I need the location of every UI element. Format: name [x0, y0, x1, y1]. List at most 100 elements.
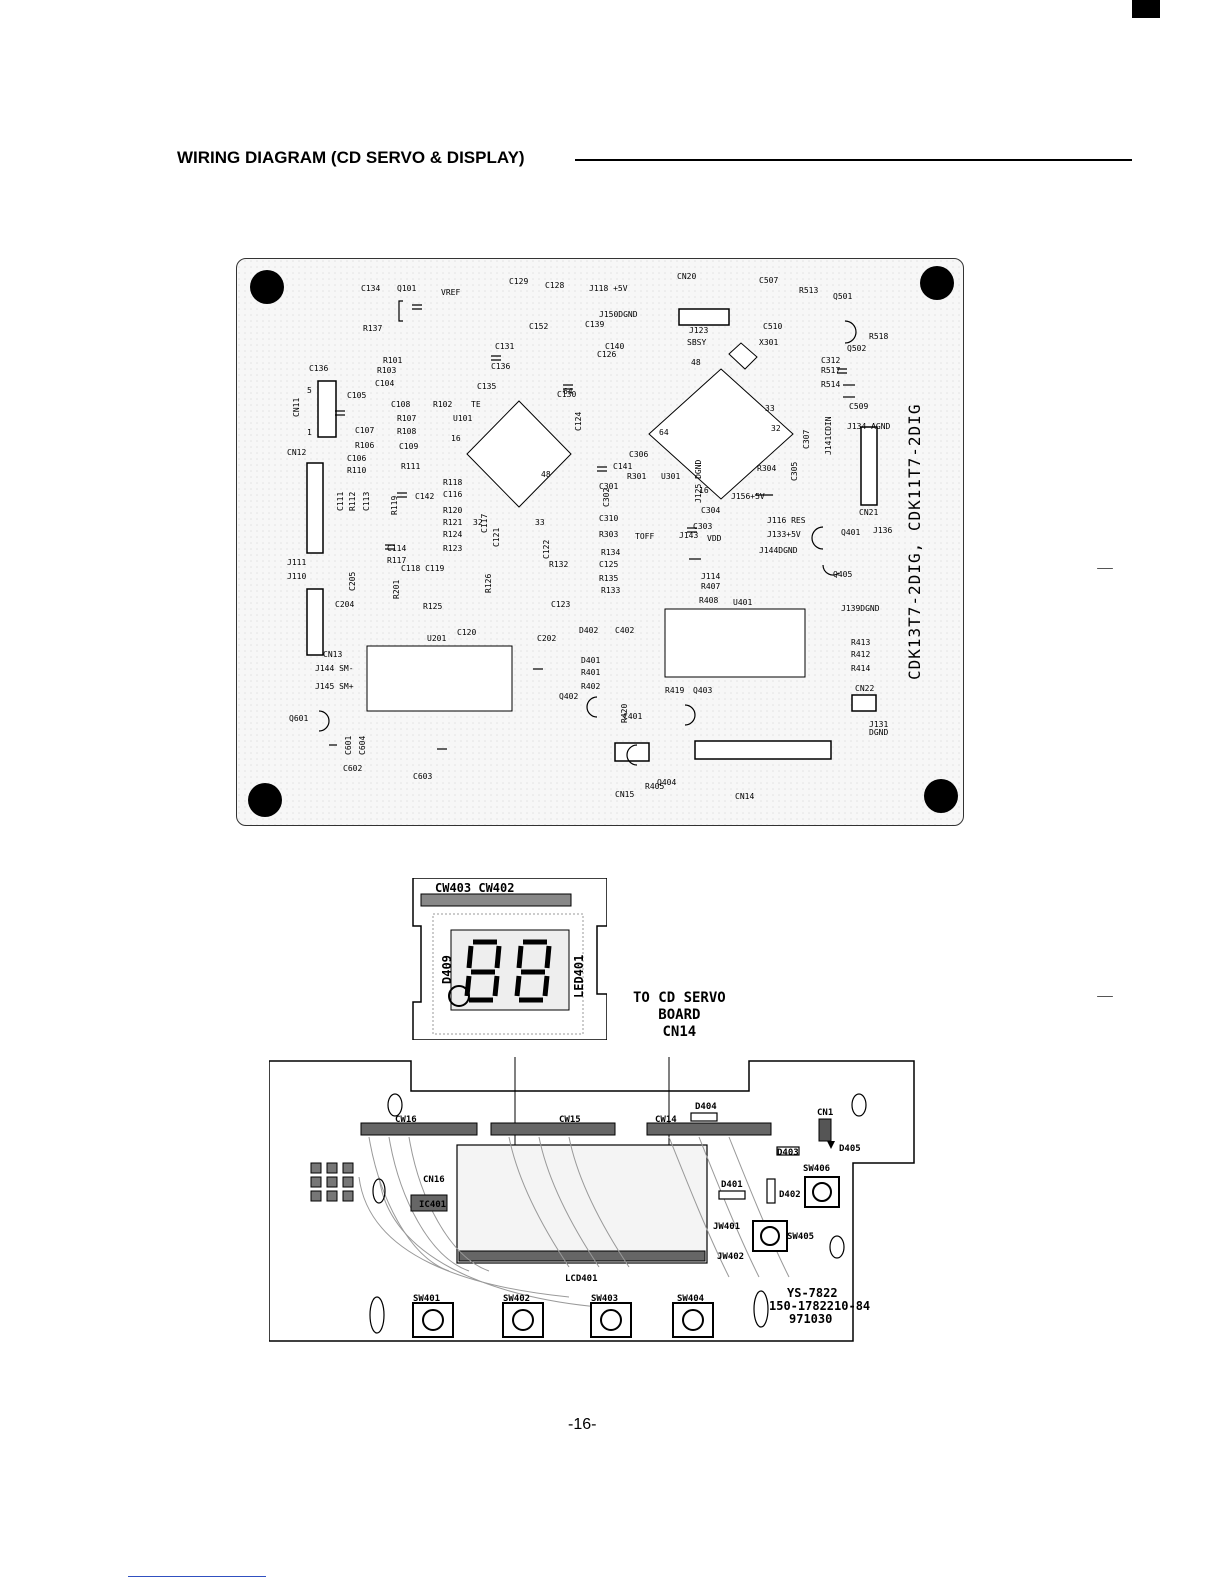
- label-sw404: SW404: [677, 1294, 705, 1304]
- label-r101: R101: [383, 356, 402, 365]
- label-c124: C124: [574, 412, 583, 431]
- label-pin-64: 64: [563, 387, 573, 396]
- label-c307: C307: [802, 430, 811, 449]
- label-c205: C205: [348, 572, 357, 591]
- label-c204: C204: [335, 600, 354, 609]
- label-j123: J123: [689, 326, 708, 335]
- label-model: YS-7822: [787, 1286, 838, 1300]
- label-cn1: CN1: [817, 1108, 833, 1118]
- label-j125: J125 DGND: [694, 459, 703, 503]
- label-pin-32b: 32: [771, 424, 781, 433]
- label-cn13: CN13: [323, 650, 342, 659]
- label-r119: R119: [390, 496, 399, 515]
- label-r124: R124: [443, 530, 462, 539]
- label-r413: R413: [851, 638, 870, 647]
- label-u401: U401: [733, 598, 752, 607]
- label-sw405: SW405: [787, 1232, 814, 1242]
- ic-u301: [648, 368, 794, 500]
- label-r518: R518: [869, 332, 888, 341]
- connector-cn21: [860, 426, 878, 506]
- label-d401: D401: [581, 656, 600, 665]
- label-pin-33: 33: [535, 518, 545, 527]
- label-r134: R134: [601, 548, 620, 557]
- label-c125: C125: [599, 560, 618, 569]
- label-c301: C301: [599, 482, 618, 491]
- label-sw406: SW406: [803, 1164, 830, 1174]
- label-r201: R201: [392, 580, 401, 599]
- label-cw403-cw402: CW403 CW402: [435, 881, 514, 895]
- mounting-hole: [248, 783, 282, 817]
- label-r514: R514: [821, 380, 840, 389]
- label-r412: R412: [851, 650, 870, 659]
- label-dgnd: DGND: [869, 728, 888, 737]
- label-c129: C129: [509, 277, 528, 286]
- label-sw403: SW403: [591, 1294, 618, 1304]
- label-r135: R135: [599, 574, 618, 583]
- label-c141: C141: [613, 462, 632, 471]
- label-j118: J118 +5V: [589, 284, 628, 293]
- label-c305: C305: [790, 462, 799, 481]
- connector-cw403: [420, 893, 572, 907]
- label-j110: J110: [287, 572, 306, 581]
- label-q403: Q403: [693, 686, 712, 695]
- mounting-hole: [250, 270, 284, 304]
- label-j136: J136: [873, 526, 892, 535]
- connector-cw16: [360, 1122, 478, 1136]
- label-j145: J145 SM+: [315, 682, 354, 691]
- label-r408: R408: [699, 596, 718, 605]
- display-board-artwork: CW403 CW402 D409 LED401: [412, 878, 607, 1040]
- label-c134: C134: [361, 284, 380, 293]
- label-cw15: CW15: [559, 1115, 581, 1125]
- diode-d401: [718, 1190, 746, 1200]
- cd-servo-board: C134 Q101 VREF C129 C128 J118 +5V C507 R…: [236, 258, 964, 826]
- label-c312: C312: [821, 356, 840, 365]
- label-sw402: SW402: [503, 1294, 530, 1304]
- label-c510: C510: [763, 322, 782, 331]
- lcd-lcd401: [456, 1144, 708, 1264]
- label-c136a: C136: [309, 364, 328, 373]
- label-r419: R419: [665, 686, 684, 695]
- label-c142: C142: [415, 492, 434, 501]
- label-d409: D409: [440, 955, 454, 984]
- label-r121: R121: [443, 518, 462, 527]
- label-c135: C135: [477, 382, 496, 391]
- label-c507: C507: [759, 276, 778, 285]
- label-c604: C604: [358, 736, 367, 755]
- label-c126: C126: [597, 350, 616, 359]
- label-c140: C140: [605, 342, 624, 351]
- to-cd-line1: TO CD SERVO: [633, 990, 726, 1006]
- label-r123: R123: [443, 544, 462, 553]
- label-led401: LED401: [572, 955, 586, 998]
- label-pin-16: 16: [451, 434, 461, 443]
- label-cn14: CN14: [735, 792, 754, 801]
- label-c152: C152: [529, 322, 548, 331]
- led-display: [450, 929, 570, 1011]
- connector-cn14: [694, 740, 832, 760]
- label-sw401: SW401: [413, 1294, 440, 1304]
- seven-segment-digits: [464, 939, 552, 1003]
- margin-tick: [1097, 568, 1113, 569]
- label-d405: D405: [839, 1144, 861, 1154]
- diode-d403: [776, 1146, 800, 1156]
- header-rule: [575, 159, 1132, 161]
- label-r107: R107: [397, 414, 416, 423]
- label-d401: D401: [721, 1180, 743, 1190]
- label-j114: J114: [701, 572, 720, 581]
- to-cd-line3: CN14: [662, 1024, 697, 1040]
- label-r420: R420: [620, 704, 629, 723]
- label-r110: R110: [347, 466, 366, 475]
- label-c202: C202: [537, 634, 556, 643]
- label-c603: C603: [413, 772, 432, 781]
- label-cn16: CN16: [423, 1175, 445, 1185]
- label-r414: R414: [851, 664, 870, 673]
- label-d402: D402: [779, 1190, 801, 1200]
- connector-cn12: [306, 462, 324, 554]
- label-pin-64b: 64: [659, 428, 669, 437]
- label-cn12: CN12: [287, 448, 306, 457]
- label-c304: C304: [701, 506, 720, 515]
- label-q502: Q502: [847, 344, 866, 353]
- label-c136-side: 5: [307, 386, 312, 395]
- connector-cn13: [306, 588, 324, 656]
- ic-u401: [664, 608, 806, 678]
- crystal-x301: [728, 342, 758, 370]
